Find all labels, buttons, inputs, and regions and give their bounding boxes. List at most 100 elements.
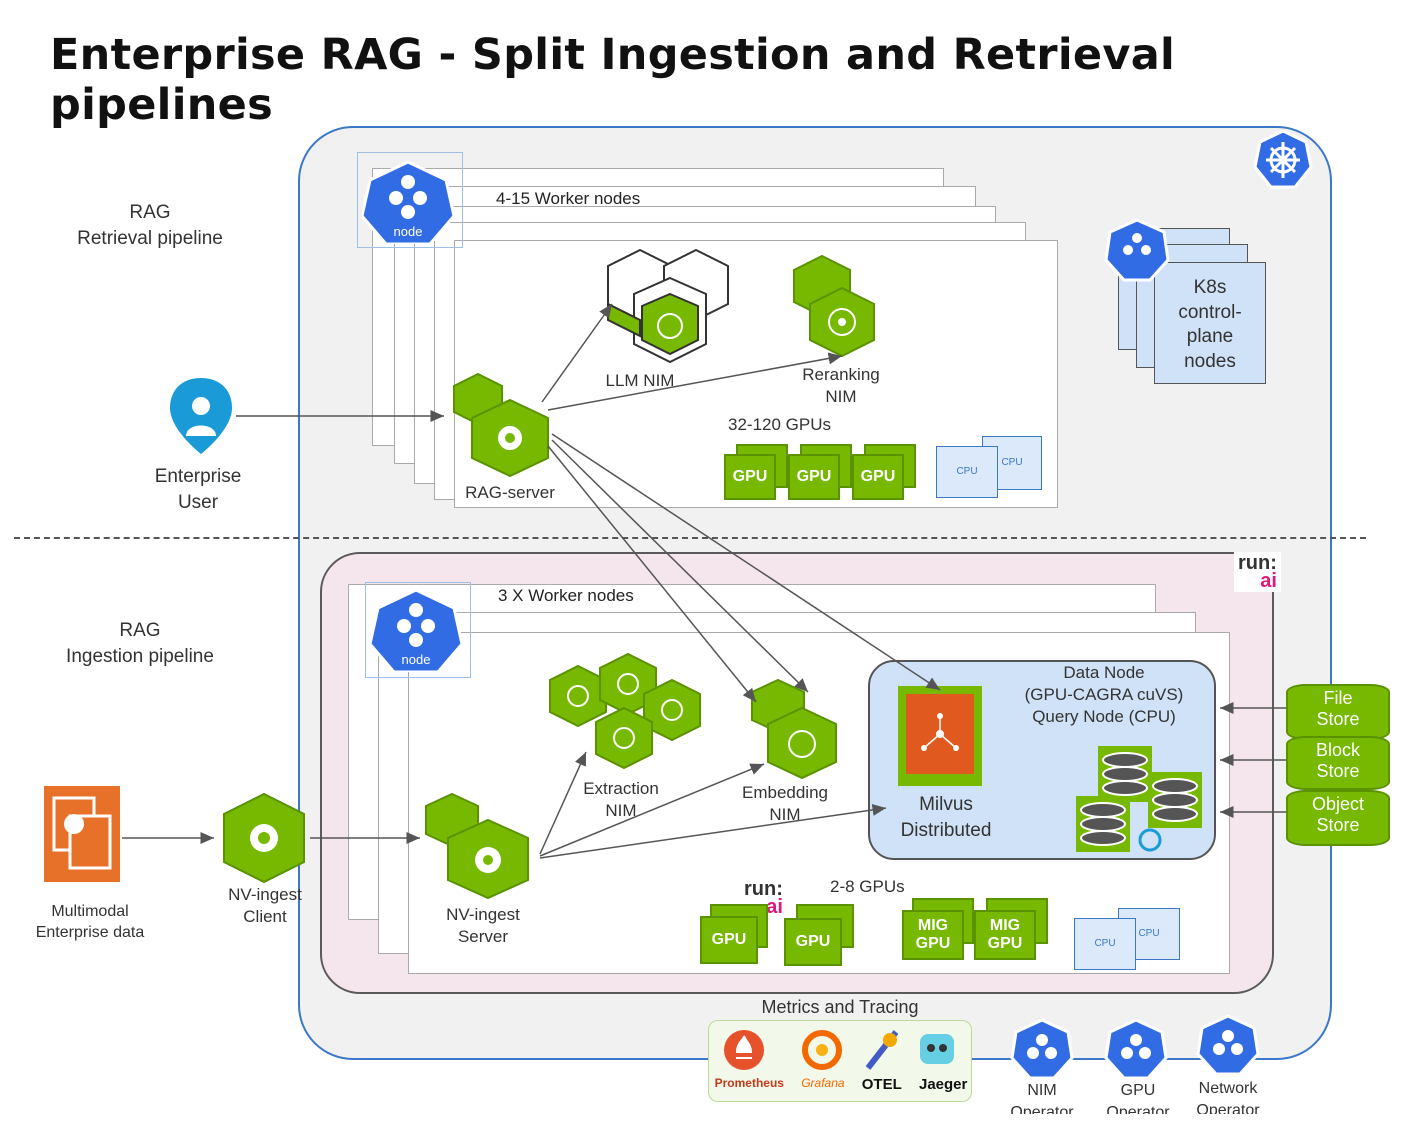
reranking-nim-icon [793,254,875,358]
nv-client-line2: Client [243,907,287,927]
node-icon: node [370,588,462,672]
extraction-nim-icon [549,652,701,770]
nim-operator-line1: NIM [1027,1082,1057,1099]
mig-line1: MIG [917,917,949,935]
metrics-title: Metrics and Tracing [761,997,919,1017]
data-node-label: Data Node (GPU-CAGRA cuVS) Query Node (C… [1004,662,1204,728]
data-node-line1: Data Node [1063,663,1145,682]
nv-ingest-client-label: NV-ingest Client [200,884,330,928]
multimodal-data-label: Multimodal Enterprise data [10,902,170,944]
extraction-line1: Extraction [583,779,659,798]
document-icon [44,786,120,882]
block-store-line1: Block [1315,740,1360,760]
data-node-line3: Query Node (CPU) [1032,707,1176,727]
control-plane-card-front [1154,262,1266,384]
object-store: Object Store [1286,790,1390,846]
kubernetes-icon [1253,129,1313,189]
mig-line2: GPU [987,935,1023,952]
network-operator-label: Network Operator [1176,1078,1280,1114]
pipeline-separator [14,537,1366,539]
nim-operator-line2: Operator [1010,1103,1074,1114]
node-badge-label: node [394,224,423,239]
control-plane-icon [1104,218,1170,282]
control-plane-line4: nodes [1184,351,1236,373]
nv-server-line2: Server [457,927,509,947]
gpu-chip: GPU [784,918,842,966]
embedding-nim-icon [751,678,837,780]
database-icon [1076,746,1202,852]
mig-gpu-chip: MIG GPU [974,910,1036,960]
block-store: Block Store [1286,736,1390,790]
rag-server-label: RAG-server [465,483,555,502]
retrieval-worker-nodes-label: 4-15 Worker nodes [496,189,641,208]
milvus-label: Milvus Distributed [870,792,1022,843]
prometheus-icon [724,1030,764,1070]
file-store-line1: File [1323,688,1353,708]
gpu-chip: GPU [852,454,904,500]
runai-small-bottom: ai [766,896,783,918]
retrieval-label-line1: RAG [129,202,171,223]
node-badge-frame [357,152,463,248]
embedding-line1: Embedding [741,783,828,802]
grafana-label: Grafana [801,1076,845,1090]
user-icon [170,378,232,454]
grafana-icon [802,1030,842,1070]
data-label-line2: Enterprise data [35,923,145,941]
ingestion-pipeline-label: RAG Ingestion pipeline [30,618,250,669]
runai-bottom: ai [1260,570,1277,592]
cpu-chip: CPU [936,446,998,498]
milvus-icon [898,686,982,786]
user-label-line1: Enterprise [154,466,242,487]
network-operator-line1: Network [1198,1080,1258,1097]
ingestion-gpu-count: 2-8 GPUs [830,877,905,896]
node-badge-label: node [402,652,431,667]
runai-logo: run: ai [1234,552,1281,592]
reranking-line2: NIM [825,387,857,407]
embedding-nim-label: Embedding NIM [720,782,850,826]
nv-server-line1: NV-ingest [446,905,520,924]
prometheus-label: Prometheus [714,1076,784,1090]
gpu-chip: GPU [724,454,776,500]
nim-operator-label: NIM Operator [990,1080,1094,1114]
ingestion-label-line2: Ingestion pipeline [66,645,214,667]
gpu-operator-line2: Operator [1106,1103,1170,1114]
network-operator-icon [1196,1014,1260,1076]
object-store-line1: Object [1311,794,1365,814]
nv-ingest-client-icon [223,792,305,884]
ingest-worker-nodes-label: 3 X Worker nodes [498,586,634,605]
nim-operator-icon [1010,1018,1074,1080]
milvus-line1: Milvus [919,794,973,815]
nv-client-line1: NV-ingest [228,885,302,904]
ingestion-label-line1: RAG [119,620,161,641]
node-icon: node [362,160,454,244]
gpu-operator-icon [1104,1018,1168,1080]
llm-nim-label: LLM NIM [605,371,675,390]
nv-ingest-server-label: NV-ingest Server [418,904,548,948]
block-store-line2: Store [1316,760,1360,781]
retrieval-pipeline-label: RAG Retrieval pipeline [40,200,260,251]
file-store: File Store [1286,684,1390,740]
mig-gpu-chip: MIG GPU [902,910,964,960]
enterprise-user-label: Enterprise User [128,464,268,515]
control-plane-line1: K8s [1193,277,1227,298]
node-badge-frame [365,582,471,678]
file-store-line2: Store [1316,708,1360,729]
reranking-line1: Reranking [802,365,880,384]
retrieval-label-line2: Retrieval pipeline [77,227,223,249]
jaeger-label: Jaeger [918,1076,968,1093]
extraction-nim-label: Extraction NIM [556,778,686,822]
rag-server-icon [453,372,549,478]
data-node-line2: (GPU-CAGRA cuVS) [1024,685,1184,705]
control-plane-label: K8s control- plane nodes [1160,276,1260,375]
cpu-chip: CPU [1074,918,1136,970]
user-label-line2: User [177,491,219,513]
extraction-line2: NIM [605,801,637,821]
gpu-operator-line1: GPU [1120,1082,1156,1099]
mig-line2: GPU [915,935,951,952]
mig-line1: MIG [989,917,1021,935]
data-label-line1: Multimodal [51,903,129,920]
object-store-line2: Store [1316,814,1360,835]
reranking-nim-label: Reranking NIM [776,364,906,408]
runai-top: run: [1238,552,1277,574]
page-title: Enterprise RAG - Split Ingestion and Ret… [50,30,1176,130]
